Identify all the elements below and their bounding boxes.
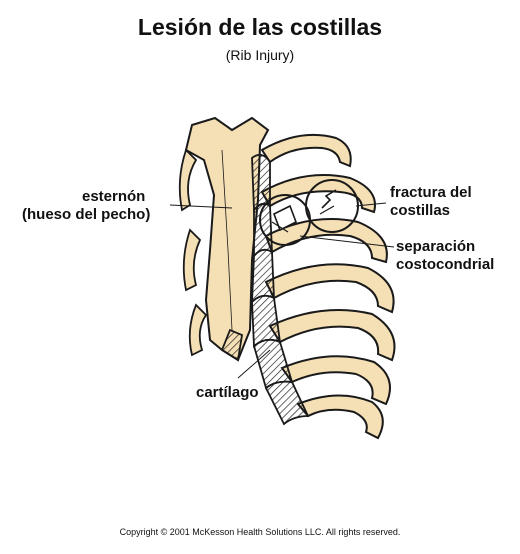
diagram-title: Lesión de las costillas	[137, 14, 383, 40]
cartilage-leader	[237, 349, 271, 379]
sternum-label-line1: esternón	[82, 188, 146, 205]
copyright-notice: Copyright © 2001 McKesson Health Solutio…	[119, 527, 401, 537]
diagram-subtitle: (Rib Injury)	[225, 47, 295, 63]
fracture-label-line1: fractura del	[390, 184, 472, 201]
cartilage-label: cartílago	[196, 384, 259, 401]
sternum-label-line2: (hueso del pecho)	[22, 206, 151, 223]
sternum-leader	[169, 204, 233, 209]
fracture-leader	[355, 202, 387, 207]
fracture-label: fractura del costillas	[390, 184, 472, 220]
sternum-label: esternón (hueso del pecho)	[22, 188, 150, 224]
costal-cartilage	[220, 153, 310, 426]
separation-label: separación costocondrial	[396, 238, 494, 274]
fracture-label-line2: costillas	[390, 202, 451, 219]
separation-leader	[299, 235, 395, 248]
separation-label-line2: costocondrial	[396, 256, 495, 273]
separation-label-line1: separación	[396, 238, 476, 255]
